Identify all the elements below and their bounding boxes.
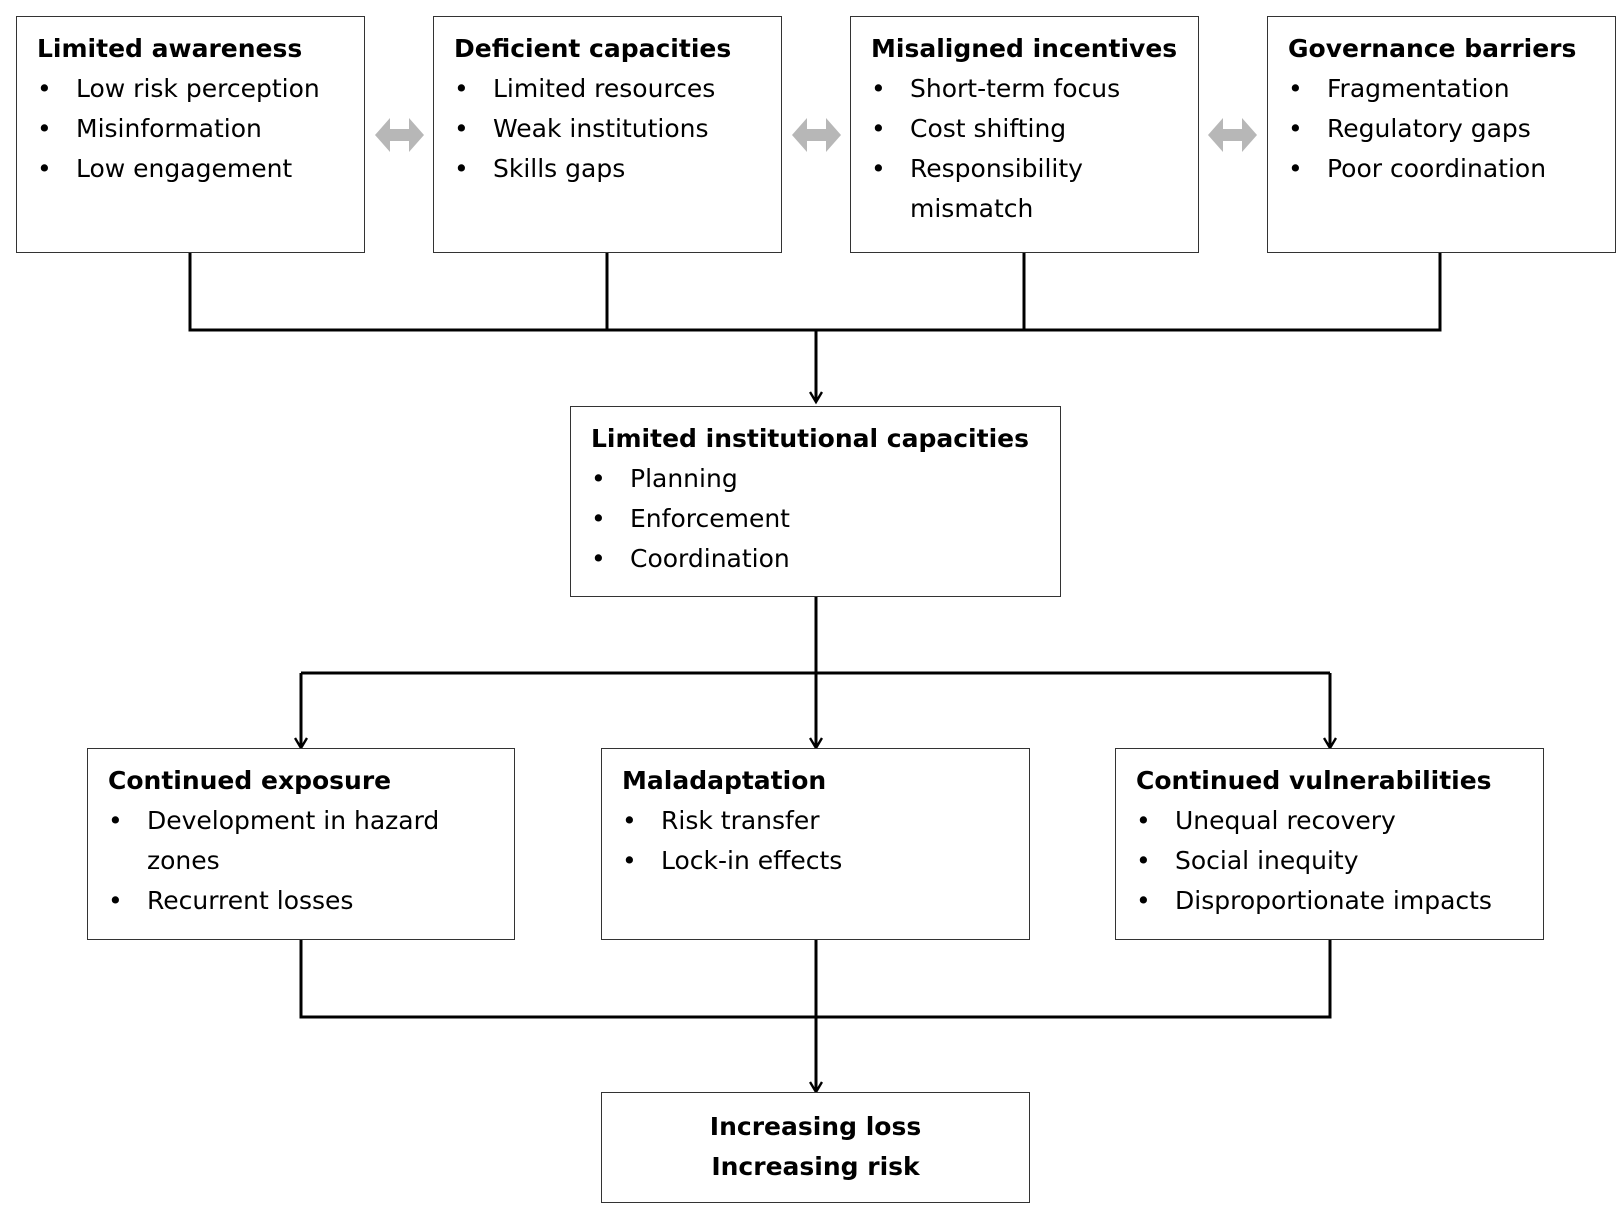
bullet-list: Planning Enforcement Coordination (591, 459, 1042, 579)
final-line-risk: Increasing risk (711, 1152, 920, 1181)
bullet-item: Risk transfer (622, 801, 1011, 841)
box-title: Misaligned incentives (871, 34, 1178, 63)
bullet-item: Weak institutions (454, 109, 763, 149)
final-line-loss: Increasing loss (709, 1112, 922, 1141)
box-limited-institutional-capacities: Limited institutional capacities Plannin… (570, 406, 1061, 597)
box-increasing-loss-risk: Increasing loss Increasing risk (601, 1092, 1030, 1203)
bullet-item: Limited resources (454, 69, 763, 109)
bullet-item: Cost shifting (871, 109, 1180, 149)
box-title: Limited awareness (37, 34, 303, 63)
box-deficient-capacities: Deficient capacities Limited resources W… (433, 16, 782, 253)
bullet-list: Fragmentation Regulatory gaps Poor coord… (1288, 69, 1597, 189)
bullet-list: Limited resources Weak institutions Skil… (454, 69, 763, 189)
bullet-list: Risk transfer Lock-in effects (622, 801, 1011, 881)
bullet-item: Development in hazard zones (108, 801, 467, 881)
bullet-list: Development in hazard zones Recurrent lo… (108, 801, 496, 921)
bullet-item: Low engagement (37, 149, 346, 189)
box-title: Governance barriers (1288, 34, 1577, 63)
bullet-item: Responsibility mismatch (871, 149, 1083, 229)
bullet-item: Skills gaps (454, 149, 763, 189)
bullet-item: Unequal recovery (1136, 801, 1525, 841)
box-title: Limited institutional capacities (591, 424, 1029, 453)
bullet-item: Misinformation (37, 109, 346, 149)
box-maladaptation: Maladaptation Risk transfer Lock-in effe… (601, 748, 1030, 940)
bullet-item: Fragmentation (1288, 69, 1597, 109)
bullet-item: Regulatory gaps (1288, 109, 1597, 149)
box-continued-exposure: Continued exposure Development in hazard… (87, 748, 515, 940)
bullet-item: Coordination (591, 539, 1042, 579)
bullet-list: Low risk perception Misinformation Low e… (37, 69, 346, 189)
bullet-item: Planning (591, 459, 1042, 499)
bullet-item: Social inequity (1136, 841, 1525, 881)
bullet-item: Short-term focus (871, 69, 1180, 109)
box-title: Maladaptation (622, 766, 827, 795)
bullet-list: Short-term focus Cost shifting Responsib… (871, 69, 1180, 229)
double-arrow-icon (375, 118, 424, 152)
bullet-item: Enforcement (591, 499, 1042, 539)
box-title: Continued exposure (108, 766, 392, 795)
box-title: Deficient capacities (454, 34, 732, 63)
bullet-item: Poor coordination (1288, 149, 1597, 189)
bullet-item: Lock-in effects (622, 841, 1011, 881)
box-limited-awareness: Limited awareness Low risk perception Mi… (16, 16, 365, 253)
bullet-item: Low risk perception (37, 69, 346, 109)
center-connector (301, 597, 1330, 675)
double-arrow-icon (792, 118, 841, 152)
box-title: Continued vulnerabilities (1136, 766, 1492, 795)
bullet-item: Recurrent losses (108, 881, 496, 921)
box-misaligned-incentives: Misaligned incentives Short-term focus C… (850, 16, 1199, 253)
bullet-item: Disproportionate impacts (1136, 881, 1525, 921)
bullet-list: Unequal recovery Social inequity Disprop… (1136, 801, 1525, 921)
double-arrow-icon (1208, 118, 1257, 152)
box-governance-barriers: Governance barriers Fragmentation Regula… (1267, 16, 1616, 253)
top-connector (188, 253, 1442, 332)
box-continued-vulnerabilities: Continued vulnerabilities Unequal recove… (1115, 748, 1544, 940)
